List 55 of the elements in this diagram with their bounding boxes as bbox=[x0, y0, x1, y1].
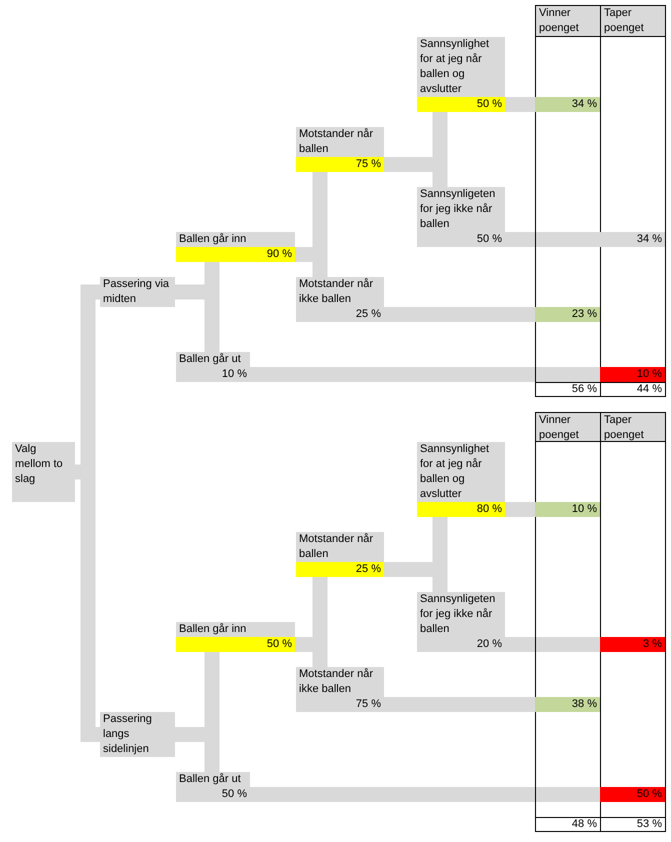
node-label: Motstander når ballen bbox=[298, 532, 374, 562]
node-label: Motstander når ballen bbox=[298, 127, 374, 157]
branch-box bbox=[296, 277, 384, 322]
node-label: Motstander når ikke ballen bbox=[298, 277, 374, 307]
probability-value: 80 % bbox=[417, 502, 505, 517]
connector-band bbox=[505, 232, 600, 247]
connector-band bbox=[384, 307, 535, 322]
probability-value: 25 % bbox=[296, 562, 384, 577]
outcome-cell: 10 % bbox=[535, 502, 600, 517]
outcome-cell: 3 % bbox=[600, 637, 665, 652]
branch-box bbox=[100, 712, 175, 757]
branch-box bbox=[417, 187, 505, 247]
outcome-cell: 38 % bbox=[535, 697, 600, 712]
node-label: Motstander når ikke ballen bbox=[298, 667, 374, 697]
branch-box bbox=[176, 622, 295, 652]
node-label: Ballen går ut bbox=[178, 352, 242, 367]
connector-band bbox=[505, 637, 600, 652]
node-label: Ballen går inn bbox=[178, 622, 248, 637]
branch-box bbox=[296, 667, 384, 712]
connector-band bbox=[384, 697, 535, 712]
probability-value: 90 % bbox=[176, 247, 295, 262]
node-label: Ballen går ut bbox=[178, 772, 242, 787]
branch-box bbox=[417, 37, 505, 112]
outcome-cell: 34 % bbox=[600, 232, 665, 247]
outcome-cell: 34 % bbox=[535, 97, 600, 112]
probability-value: 50 % bbox=[176, 637, 295, 652]
node-label: Passering langs sidelinjen bbox=[102, 712, 153, 757]
connector-band bbox=[250, 367, 600, 382]
outcome-cell: 10 % bbox=[600, 367, 665, 382]
branch-box bbox=[296, 532, 384, 577]
connector-band bbox=[505, 97, 535, 112]
node-label: Sannsynlighet for at jeg når ballen og avslutter bbox=[419, 442, 490, 502]
branch-box bbox=[176, 352, 250, 382]
node-label: Sannsynligeten for jeg ikke når ballen bbox=[419, 592, 496, 637]
outcome-cell: 50 % bbox=[600, 787, 665, 802]
node-label: Sannsynlighet for at jeg når ballen og avslutter bbox=[419, 37, 490, 97]
column-header: Taper poenget bbox=[600, 5, 666, 37]
outcome-cell: 23 % bbox=[535, 307, 600, 322]
connector-band bbox=[250, 787, 600, 802]
node-label: Valg mellom to slag bbox=[14, 442, 64, 487]
probability-value: 75 % bbox=[296, 157, 384, 172]
node-label: Ballen går inn bbox=[178, 232, 248, 247]
branch-box bbox=[417, 442, 505, 517]
branch-box bbox=[176, 232, 295, 262]
node-label: Passering via midten bbox=[102, 277, 170, 307]
column-header: Taper poenget bbox=[600, 412, 666, 442]
column-header: Vinner poenget bbox=[535, 5, 601, 37]
branch-box bbox=[296, 127, 384, 172]
branch-box bbox=[176, 772, 250, 802]
branch-box bbox=[12, 442, 75, 502]
branch-box bbox=[417, 592, 505, 652]
probability-value: 50 % bbox=[417, 97, 505, 112]
column-header: Vinner poenget bbox=[535, 412, 601, 442]
node-label: Sannsynligeten for jeg ikke når ballen bbox=[419, 187, 496, 232]
connector-band bbox=[505, 502, 535, 517]
